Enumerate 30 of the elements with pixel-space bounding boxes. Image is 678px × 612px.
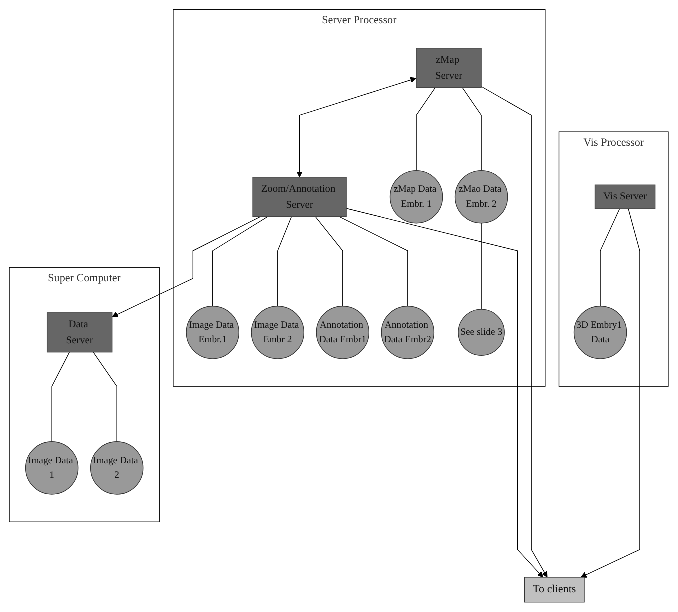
connector <box>462 87 482 172</box>
arrow <box>296 77 417 178</box>
connector <box>93 352 118 442</box>
connector <box>481 223 482 310</box>
node-box: Data Server <box>46 312 113 353</box>
arrow <box>112 216 262 318</box>
connector <box>212 216 268 307</box>
connector <box>52 352 70 442</box>
node-circle: Image Data 2 <box>90 442 144 495</box>
node-circle: Annotation Data Embr2 <box>381 306 435 360</box>
node-circle: See slide 3 <box>458 309 505 356</box>
node-box: Vis Server <box>594 184 656 210</box>
node-box: To clients <box>524 577 585 603</box>
connector <box>338 216 408 307</box>
arrow <box>580 208 640 578</box>
connector <box>416 87 436 172</box>
node-box: Zoom/Annotation Server <box>252 177 347 218</box>
connector <box>315 216 344 307</box>
connector <box>600 208 620 307</box>
connector <box>278 216 292 307</box>
node-circle: zMap Data Embr. 1 <box>390 170 444 224</box>
node-circle: Image Data Embr.1 <box>186 306 240 360</box>
arrow <box>481 86 548 578</box>
arrow <box>346 208 544 578</box>
node-box: zMap Server <box>416 48 482 88</box>
node-circle: Image Data Embr 2 <box>251 306 305 360</box>
node-circle: 3D Embry1 Data <box>574 306 628 360</box>
node-circle: Image Data 1 <box>25 442 79 495</box>
node-circle: Annotation Data Embr1 <box>316 306 370 360</box>
node-circle: zMao Data Embr. 2 <box>454 170 508 224</box>
